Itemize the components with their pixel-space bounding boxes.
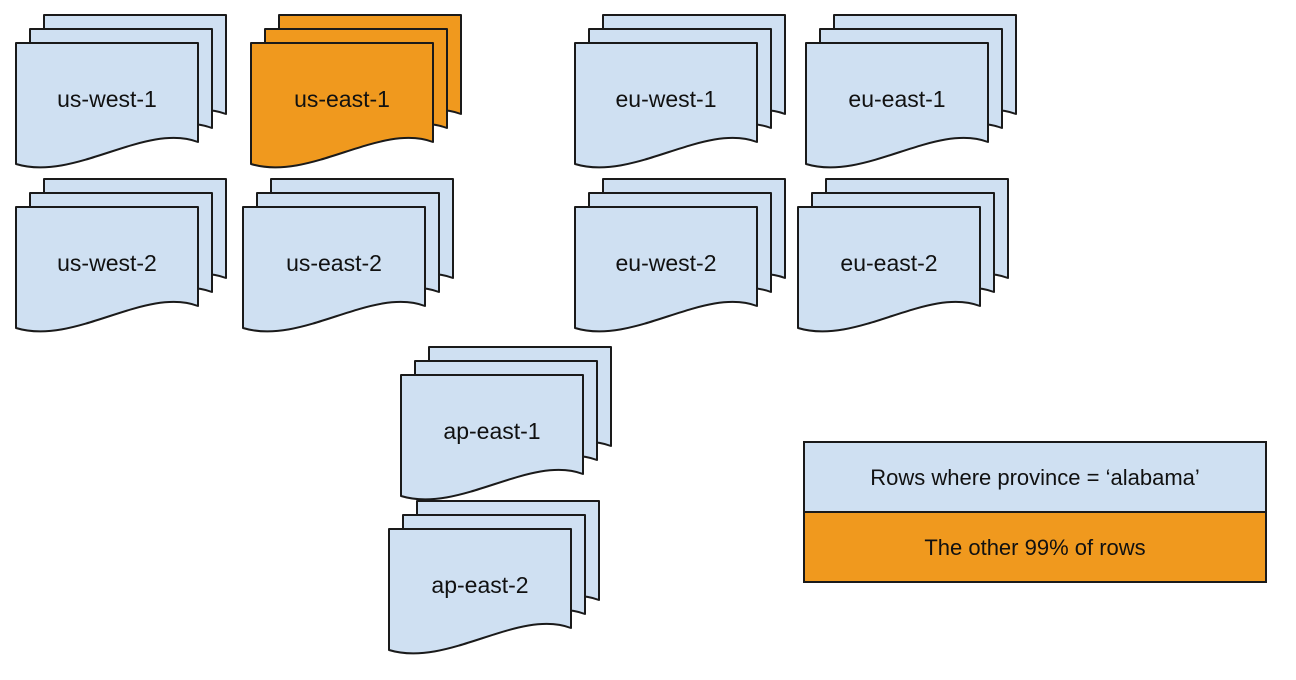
stack-eu-east-1: eu-east-1: [803, 12, 1025, 176]
document-page-front: [797, 206, 981, 333]
stack-us-east-1: us-east-1: [248, 12, 470, 176]
legend-swatch-orange: [803, 511, 1267, 583]
stack-label: eu-west-1: [616, 86, 717, 112]
document-stack-shape: eu-west-2: [574, 178, 786, 333]
stack-ap-east-2: ap-east-2: [386, 498, 608, 662]
stack-label: us-east-1: [294, 86, 390, 112]
stack-us-west-1: us-west-1: [13, 12, 235, 176]
document-stack-shape: eu-east-2: [797, 178, 1009, 333]
document-stack-shape: ap-east-2: [388, 500, 600, 655]
legend-label-blue: Rows where province = ‘alabama’: [870, 465, 1200, 490]
document-stack-shape: us-east-2: [242, 178, 454, 333]
stack-label: eu-west-2: [616, 250, 717, 276]
document-page-front: [250, 42, 434, 169]
stack-us-east-2: us-east-2: [240, 176, 462, 340]
stack-label: us-west-1: [57, 86, 157, 112]
document-page-front: [15, 206, 199, 333]
stack-eu-west-1: eu-west-1: [572, 12, 794, 176]
legend-label-orange: The other 99% of rows: [924, 535, 1145, 560]
document-page-front: [242, 206, 426, 333]
stack-us-west-2: us-west-2: [13, 176, 235, 340]
document-page-front: [574, 206, 758, 333]
legend: Rows where province = ‘alabama’ The othe…: [803, 441, 1267, 583]
document-stack-shape: ap-east-1: [400, 346, 612, 501]
document-page-front: [388, 528, 572, 655]
document-page-front: [400, 374, 584, 501]
document-stack-shape: us-west-2: [15, 178, 227, 333]
stack-label: us-west-2: [57, 250, 157, 276]
document-stack-shape: eu-east-1: [805, 14, 1017, 169]
stack-label: ap-east-2: [431, 572, 528, 598]
stack-label: ap-east-1: [443, 418, 540, 444]
stack-label: eu-east-2: [840, 250, 937, 276]
stack-eu-west-2: eu-west-2: [572, 176, 794, 340]
document-stack-shape: us-east-1: [250, 14, 462, 169]
document-page-front: [15, 42, 199, 169]
stack-label: eu-east-1: [848, 86, 945, 112]
stack-ap-east-1: ap-east-1: [398, 344, 620, 508]
legend-shape: Rows where province = ‘alabama’ The othe…: [803, 441, 1267, 583]
stack-label: us-east-2: [286, 250, 382, 276]
document-stack-shape: eu-west-1: [574, 14, 786, 169]
stack-eu-east-2: eu-east-2: [795, 176, 1017, 340]
document-page-front: [805, 42, 989, 169]
document-stack-shape: us-west-1: [15, 14, 227, 169]
document-page-front: [574, 42, 758, 169]
